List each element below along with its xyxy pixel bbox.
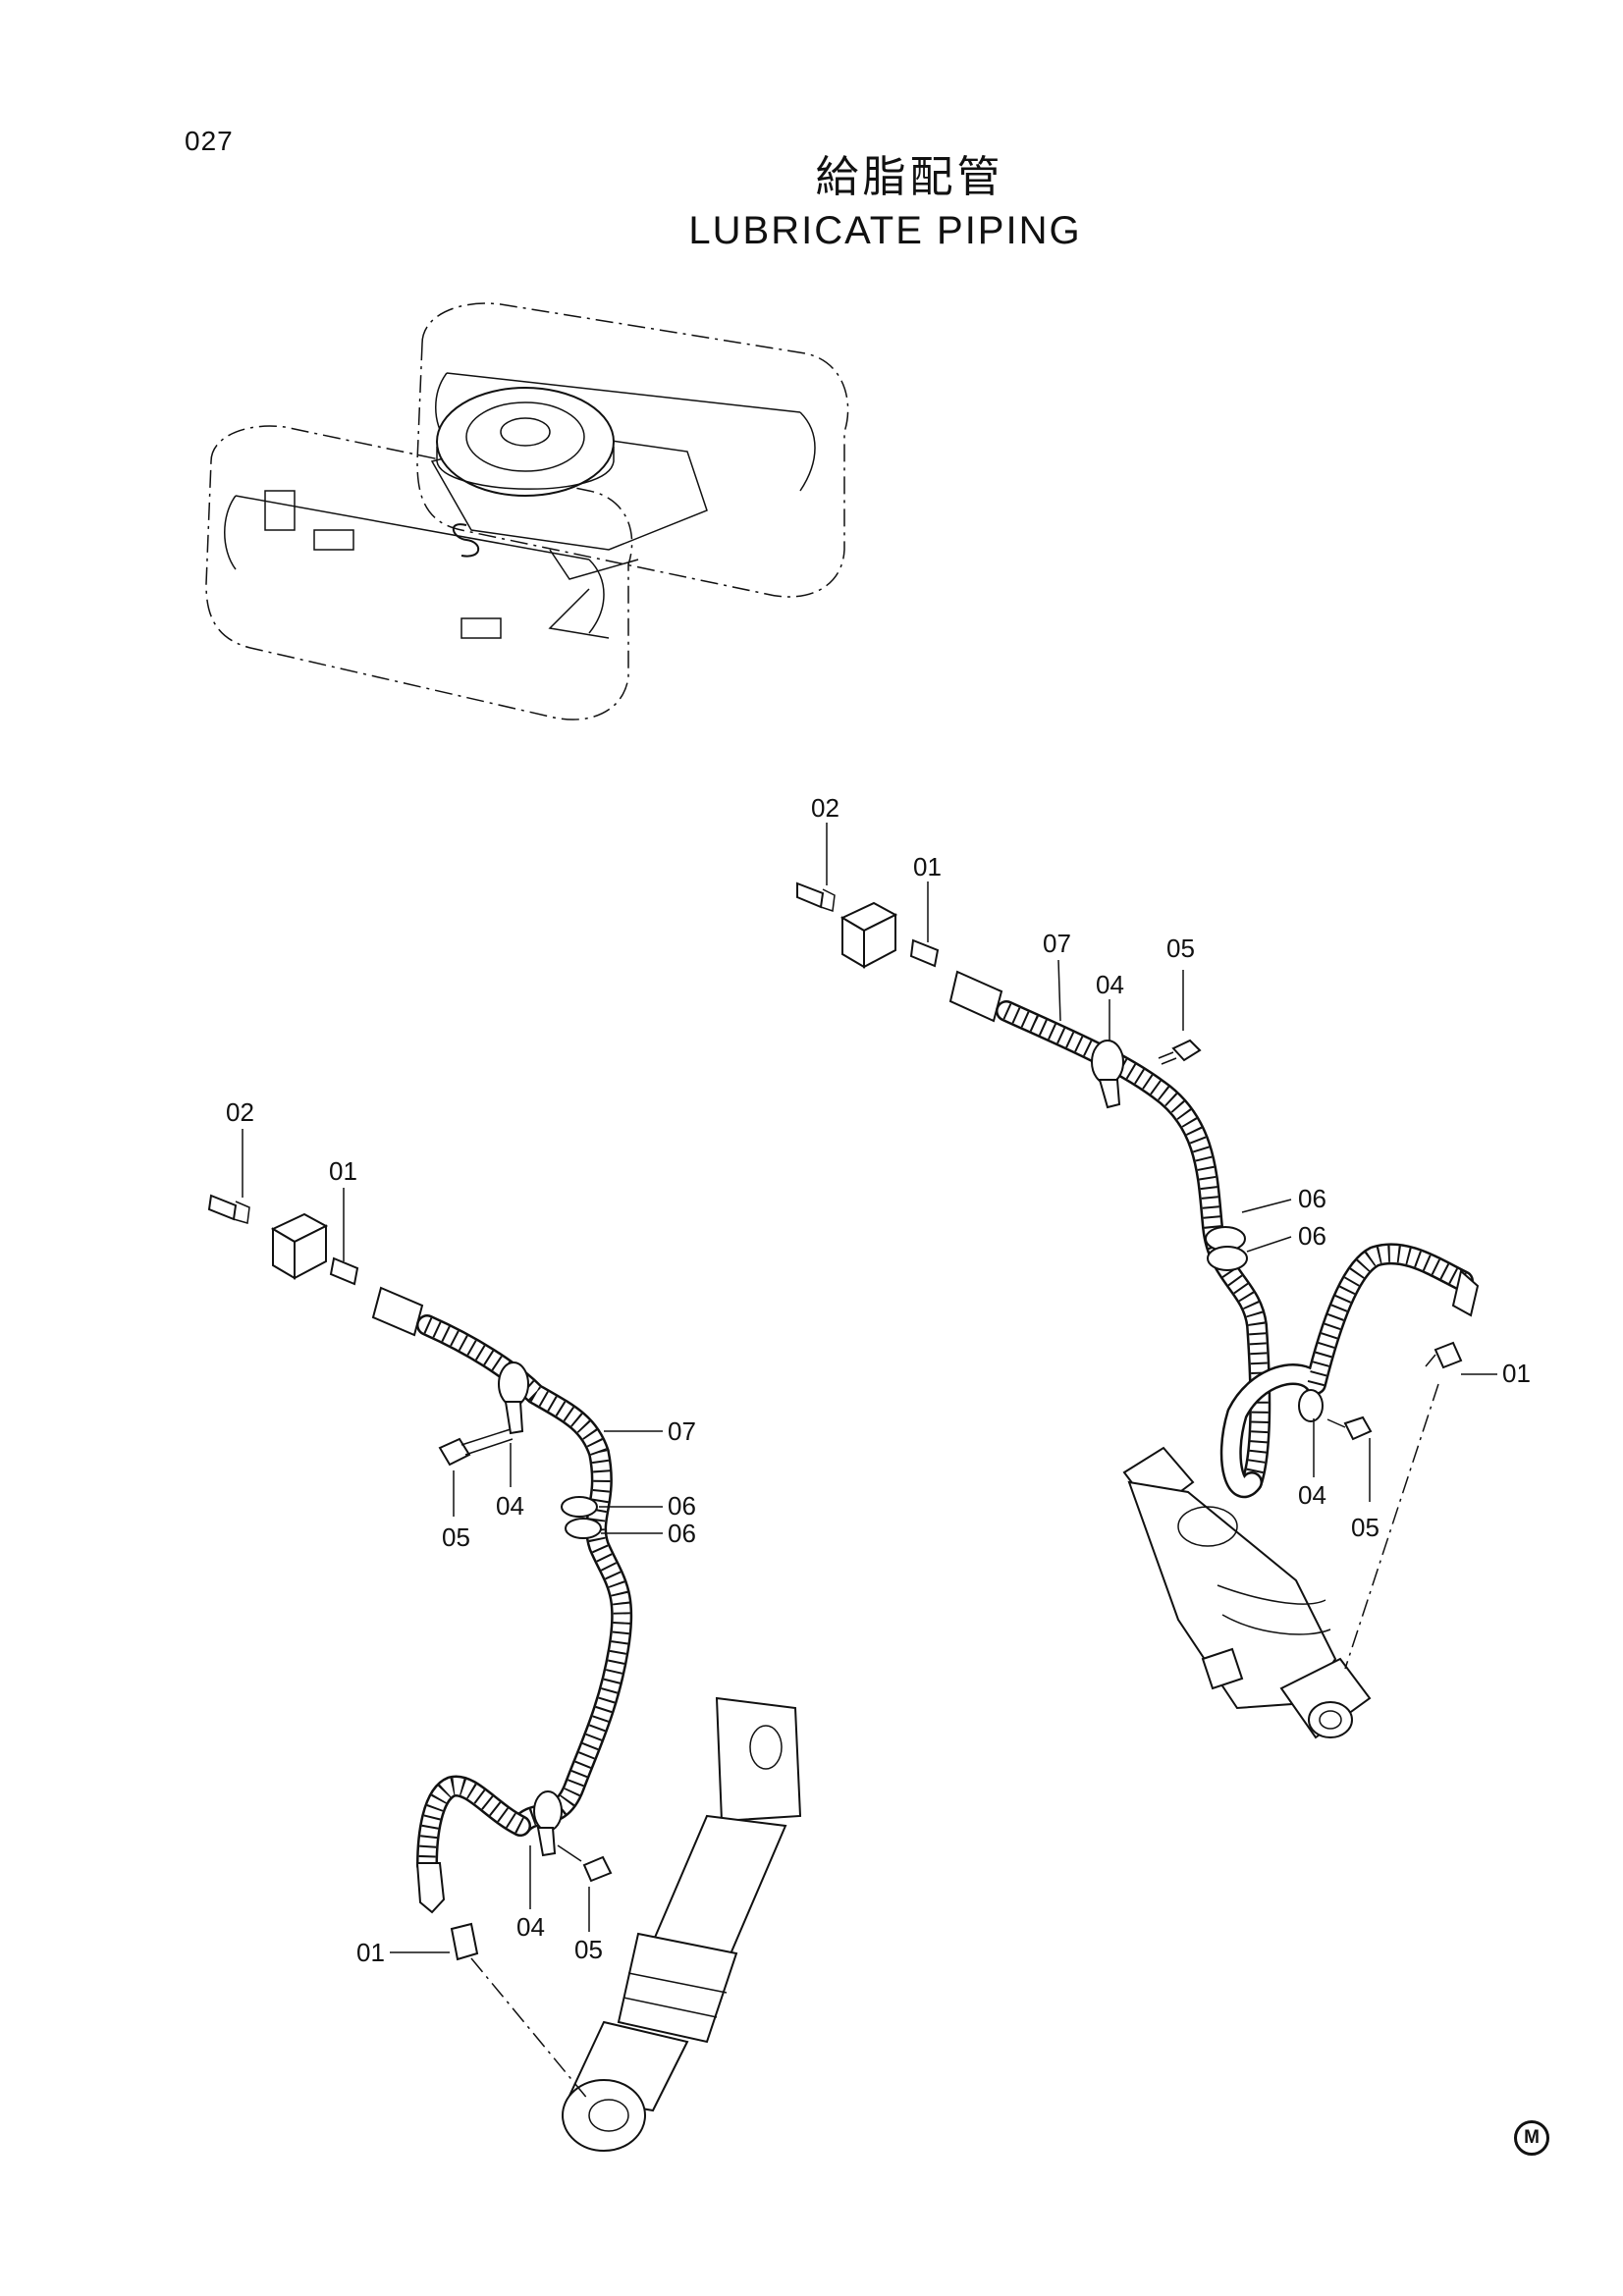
bolt-05-right-low (1326, 1415, 1373, 1441)
callout-05-left-low: 05 (574, 1935, 603, 1964)
page-title-japanese: 給脂配管 (815, 152, 1004, 202)
page-number: 027 (185, 126, 234, 156)
callout-01-left-top: 01 (329, 1156, 357, 1186)
callout-06-right-a: 06 (1298, 1184, 1326, 1213)
callout-05-right-top: 05 (1166, 934, 1195, 963)
cylinder-left (562, 1696, 802, 2152)
grease-fitting-02-right (796, 881, 836, 913)
callout-06-right-b: 06 (1298, 1221, 1326, 1251)
callout-02-left: 02 (226, 1097, 254, 1127)
callout-05-left-top: 05 (442, 1522, 470, 1552)
callout-06-left-a: 06 (668, 1491, 696, 1521)
distribution-block-left (270, 1212, 329, 1280)
distribution-block-right (839, 901, 898, 969)
callout-01-right-top: 01 (913, 852, 942, 881)
callout-07-right: 07 (1043, 929, 1071, 958)
callout-02-right: 02 (811, 793, 839, 823)
callout-04-left-top: 04 (496, 1491, 524, 1521)
callout-04-right-low: 04 (1298, 1480, 1326, 1510)
page-title: LUBRICATE PIPING (688, 209, 1082, 252)
callout-06-left-b: 06 (668, 1519, 696, 1548)
left-assembly: 02 01 07 04 05 06 06 01 04 05 (207, 1097, 802, 2152)
callout-01-right-side: 01 (1502, 1359, 1531, 1388)
bolt-05-right-top (1158, 1039, 1202, 1065)
callout-05-right-low: 05 (1351, 1513, 1380, 1542)
callout-07-left: 07 (668, 1416, 696, 1446)
clamp-04-right (1091, 1040, 1124, 1109)
cylinder-right (1122, 1446, 1372, 1739)
undercarriage-overview (205, 302, 849, 721)
callout-04-right-top: 04 (1096, 970, 1124, 999)
callout-04-left-low: 04 (516, 1912, 545, 1942)
title-block: 給脂配管 LUBRICATE PIPING (0, 152, 1623, 258)
right-assembly: 02 01 07 04 05 06 06 01 04 05 (796, 793, 1531, 1739)
callout-01-left-low: 01 (356, 1938, 385, 1967)
manufacturer-mark: M (1514, 2120, 1549, 2156)
